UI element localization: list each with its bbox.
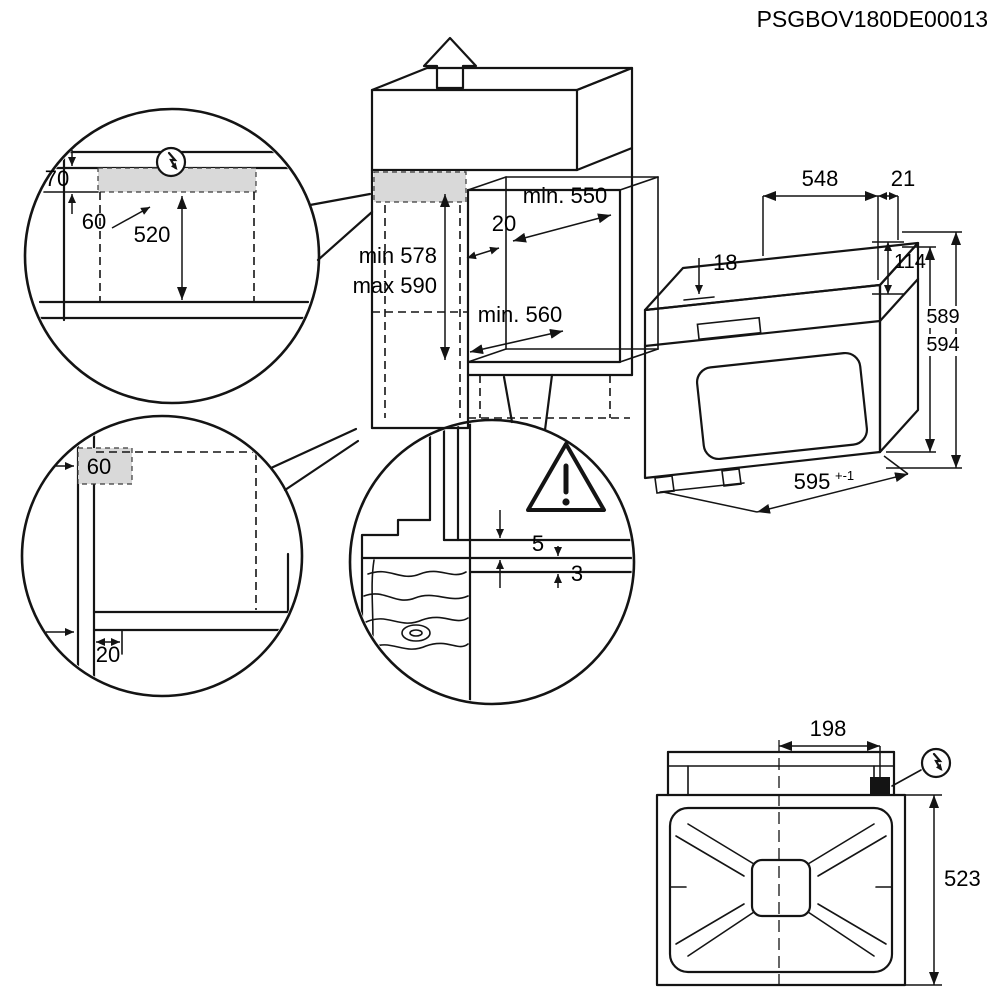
electrical-connection-icon <box>155 146 187 178</box>
detail-front-structure <box>360 422 632 702</box>
dim-mains-offset: 198 <box>810 716 847 741</box>
dim-niche-height-min: min 578 <box>359 243 437 268</box>
dim-panel-height: 114 <box>894 251 926 273</box>
dim-oven-width-tolerance: +-1 <box>835 468 854 483</box>
detail-circle-side-clearance: 60 20 <box>20 414 304 698</box>
up-arrow-icon <box>422 36 478 90</box>
worktop-wood-grain <box>363 559 469 669</box>
oven-isometric-view: 548 21 18 114 589 594 595 +-1 <box>643 166 966 514</box>
oven-top-view: 198 523 <box>655 716 981 988</box>
oven-display <box>696 316 762 341</box>
document-code: PSGBOV180DE00013 <box>757 6 988 32</box>
dim-side-gap: 20 <box>96 642 120 667</box>
dim-oven-width: 595 <box>794 469 831 494</box>
callout-leaders <box>269 192 554 492</box>
oven-door-glass <box>695 351 869 461</box>
detail-side-structure <box>76 428 300 692</box>
electrical-clearance-zone <box>373 171 467 203</box>
dim-oven-height-total: 594 <box>926 334 959 356</box>
detail-circle-electrical: 70 60 520 <box>23 107 321 405</box>
warning-icon <box>526 442 606 512</box>
dim-clearance-width: 60 <box>87 454 111 479</box>
dim-niche-height-max: max 590 <box>353 273 437 298</box>
chassis-braces <box>669 823 893 957</box>
hidden-edges <box>372 205 630 419</box>
electrical-connection-icon <box>920 747 952 779</box>
dim-top-gap: 5 <box>532 531 544 556</box>
dim-oven-depth: 548 <box>802 166 839 191</box>
dim-niche-depth: min. 560 <box>478 302 562 327</box>
dim-bottom-gap: 3 <box>571 561 583 586</box>
mains-connection-box <box>870 777 890 795</box>
dim-niche-width: min. 550 <box>523 183 607 208</box>
cabinet-niche-diagram: min. 550 20 min 578 max 590 min. 560 <box>353 36 659 430</box>
dim-clearance-height: 70 <box>45 166 69 191</box>
dim-shelf-distance: 520 <box>134 222 171 247</box>
dim-topview-depth: 523 <box>944 866 981 891</box>
dim-top-clearance: 18 <box>713 250 737 275</box>
dim-rear-clearance: 21 <box>891 166 915 191</box>
dim-front-recess: 20 <box>492 211 516 236</box>
detail-circle-front-gap: 5 3 <box>348 418 636 706</box>
dim-oven-height: 589 <box>926 306 959 328</box>
dim-clearance-depth: 60 <box>82 209 106 234</box>
